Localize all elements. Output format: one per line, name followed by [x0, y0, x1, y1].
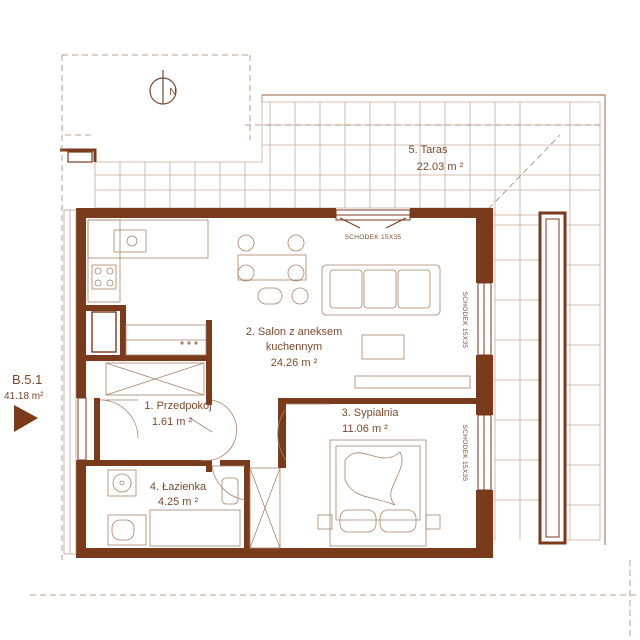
bed — [317, 439, 441, 547]
room3-area: 11.06 m ² — [342, 423, 388, 435]
door-bedroom — [277, 409, 287, 461]
room4-title: 4. Łazienka — [150, 481, 207, 493]
bathtub — [149, 509, 241, 547]
nightstand-right — [425, 514, 441, 530]
entrance-arrow-icon — [14, 405, 38, 432]
washbasin-icon — [112, 473, 132, 493]
dining-table — [237, 234, 309, 305]
sink-icon — [113, 229, 147, 253]
tv-unit — [354, 375, 471, 389]
room2-area: 24.26 m ² — [271, 357, 318, 369]
pillow-left — [339, 509, 377, 533]
terrace-grid — [95, 102, 600, 540]
pillow-right — [379, 509, 417, 533]
room5-area: 22.03 m ² — [417, 161, 464, 173]
left-facade-strip — [63, 209, 77, 555]
door-hall — [189, 399, 237, 461]
door-bathroom — [211, 465, 246, 501]
room4-area: 4.25 m ² — [158, 496, 199, 508]
unit-code: B.5.1 — [12, 372, 42, 387]
cooktop-icon — [91, 264, 117, 290]
room3-title: 3. Sypialnia — [342, 407, 400, 419]
exterior-walls — [76, 208, 493, 558]
room1-title: 1. Przedpokój — [144, 400, 211, 412]
sofa — [321, 264, 471, 389]
room2-title-line1: 2. Salon z aneksem — [246, 326, 343, 338]
window-right1-label: SCHODEK 15X35 — [461, 292, 468, 349]
window-top-label: SCHODEK 15X35 — [345, 234, 402, 241]
bath-fixture — [221, 477, 239, 505]
bathroom — [107, 467, 281, 549]
kitchen — [87, 219, 209, 396]
room1-area: 1.61 m ² — [152, 416, 193, 428]
room5-title: 5. Taras — [409, 144, 448, 156]
nightstand-left — [317, 514, 333, 530]
room2-title-line2: kuchennym — [266, 341, 322, 353]
terrace-parapet — [60, 148, 567, 545]
unit-area: 41.18 m² — [4, 391, 44, 402]
entrance-door — [99, 399, 139, 439]
compass-icon: N — [149, 70, 177, 105]
compass-letter: N — [169, 87, 176, 98]
entrance-door-frame — [77, 397, 87, 461]
window-right2-label: SCHODEK 15X35 — [461, 425, 468, 482]
interior-walls — [86, 305, 476, 554]
doors — [99, 399, 330, 501]
coffee-table — [361, 334, 405, 360]
toilet-icon — [111, 519, 135, 541]
shower-panel — [249, 467, 281, 549]
windows — [77, 209, 492, 491]
